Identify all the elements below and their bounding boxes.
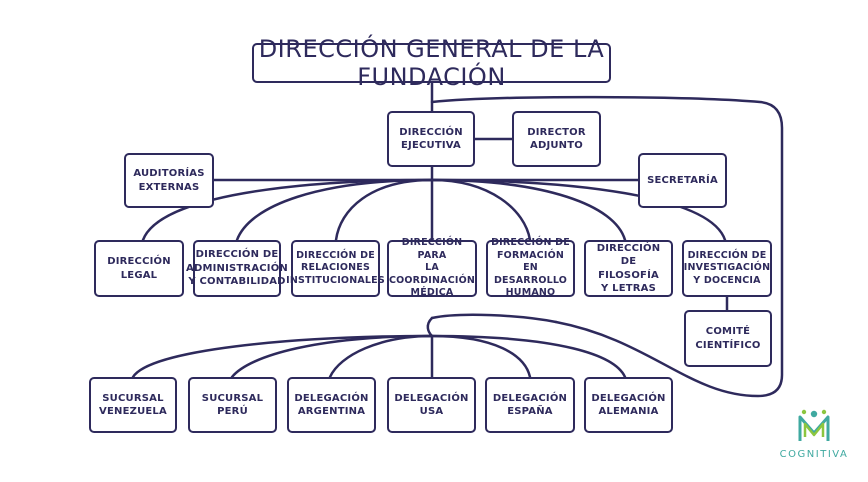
node-deputy-director: DIRECTOR ADJUNTO	[512, 111, 601, 167]
node-delegation-spain: DELEGACIÓN ESPAÑA	[485, 377, 575, 433]
node-human-development-direction: DIRECCIÓN DE FORMACIÓN EN DESARROLLO HUM…	[486, 237, 575, 298]
node-branch-venezuela: SUCURSAL VENEZUELA	[89, 377, 177, 433]
node-institutional-relations-direction: DIRECCIÓN DE RELACIONES INSTITUCIONALES	[286, 240, 385, 297]
node-executive-direction: DIRECCIÓN EJECUTIVA	[387, 111, 475, 167]
node-secretary: SECRETARÍA	[638, 153, 727, 208]
node-branch-peru: SUCURSAL PERÚ	[188, 377, 277, 433]
node-scientific-committee: COMITÉ CIENTÍFICO	[684, 310, 772, 367]
node-delegation-usa: DELEGACIÓN USA	[387, 377, 476, 433]
node-administration-direction: DIRECCIÓN DE ADMINISTRACIÓN Y CONTABILID…	[186, 240, 288, 297]
node-legal-direction: DIRECCIÓN LEGAL	[94, 240, 184, 297]
brand-logo: COGNITIVA	[772, 407, 856, 465]
cognitiva-logo-icon	[798, 409, 830, 441]
node-research-teaching-direction: DIRECCIÓN DE INVESTIGACIÓN Y DOCENCIA	[682, 240, 772, 297]
node-general-direction: DIRECCIÓN GENERAL DE LA FUNDACIÓN	[252, 35, 611, 91]
node-philosophy-letters-direction: DIRECCIÓN DE FILOSOFÍA Y LETRAS	[584, 240, 673, 297]
node-delegation-argentina: DELEGACIÓN ARGENTINA	[287, 377, 376, 433]
brand-name: COGNITIVA	[779, 449, 849, 460]
node-delegation-germany: DELEGACIÓN ALEMANIA	[584, 377, 673, 433]
node-medical-coordination-direction: DIRECCIÓN PARA LA COORDINACIÓN MÉDICA	[387, 237, 477, 299]
node-external-audits: AUDITORÍAS EXTERNAS	[124, 153, 214, 208]
